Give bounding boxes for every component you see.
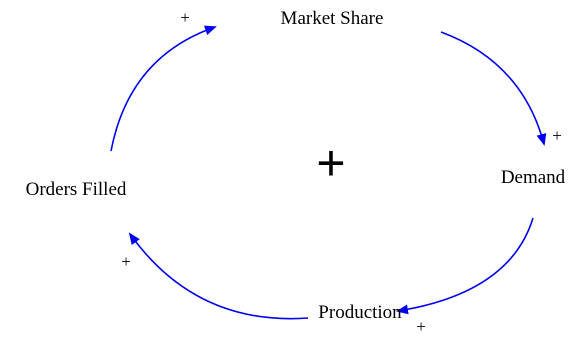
link-orders-filled-to-market-share (110, 25, 217, 152)
variable-demand: Demand (501, 167, 566, 188)
polarity-sign-demand-to-production: + (416, 317, 426, 336)
polarity-sign-orders-filled-to-market-share: + (180, 8, 190, 27)
variable-production: Production (318, 302, 402, 323)
loop-polarity-symbol: + (316, 135, 345, 191)
link-market-share-to-demand (440, 31, 547, 146)
variable-orders-filled: Orders Filled (26, 179, 127, 200)
polarity-sign-production-to-orders-filled: + (121, 252, 131, 271)
polarity-sign-market-share-to-demand: + (552, 126, 562, 145)
link-production-to-orders-filled (128, 232, 309, 320)
link-demand-to-production (396, 217, 534, 315)
variable-market-share: Market Share (281, 8, 384, 29)
